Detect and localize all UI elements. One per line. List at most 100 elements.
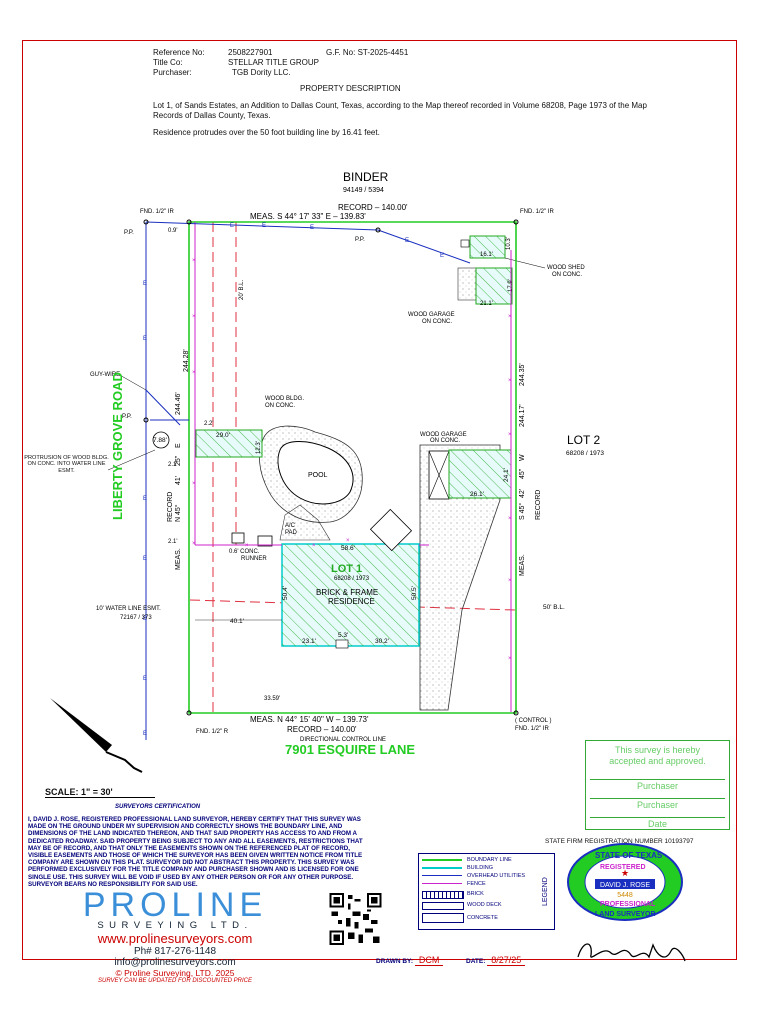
ac-pad-2 [257,535,273,547]
dim-401: 40.1' [230,618,244,625]
right-dim-a: 244.35' [519,363,526,386]
svg-text:E: E [143,496,147,502]
svg-text:×: × [508,432,512,438]
logo-update-note: SURVEY CAN BE UPDATED FOR DISCOUNTED PRI… [97,978,253,984]
right-dim-b: S 45° [518,503,526,520]
protrusion-note: PROTRUSION OF WOOD BLDG. ON CONC. INTO W… [24,455,109,474]
lot1-record: 68208 / 1973 [334,576,370,582]
pp-1: P.P. [124,230,134,236]
bay-window [369,508,413,552]
dim-21b: 2.1' [168,539,178,545]
drawn-date: DATE: 8/27/25 [466,955,526,966]
star-icon: ★ [621,868,629,878]
street-left: LIBERTY GROVE ROAD [110,372,125,520]
right-dim-d: 45" [519,468,526,479]
svg-text:E: E [405,238,409,244]
left-dim-a: 244.28' [183,349,190,372]
legend-overhead: OVERHEAD UTILITIES [467,873,526,879]
svg-text:E: E [440,253,444,259]
lot2-label: LOT 2 [567,433,600,447]
res-right-dim: 50.5' [411,586,418,600]
svg-text:E: E [262,223,266,229]
residence-label-2: RESIDENCE [328,597,375,606]
pool-label: POOL [308,472,328,479]
purchaser-label: Purchaser: [153,68,192,77]
logo-sub: SURVEYING LTD. [97,920,253,931]
qr-code-icon[interactable] [328,893,383,945]
dim-09: 0.9' [168,228,178,234]
res-bot-dim-1: 23.1' [302,638,316,645]
approval-purchaser-1[interactable]: Purchaser [590,779,725,791]
approval-text-2: accepted and approved. [609,756,706,766]
gar-w: 21.1' [480,301,493,307]
description-title: PROPERTY DESCRIPTION [300,84,401,93]
gar2-h: 24.1' [503,468,510,482]
page-border [22,40,737,960]
logo-phone[interactable]: Ph# 817-276-1148 info@prolinesurveyors.c… [114,946,236,968]
record-top: RECORD – 140.00' [338,203,408,212]
scale-label: SCALE: 1" = 30' [45,787,155,798]
right-dim-e: W [519,454,526,461]
shed-w: 16.1' [480,252,493,258]
meas-bot: MEAS. N 44° 15' 40" W – 139.73' [250,715,369,724]
directional-control: DIRECTIONAL CONTROL LINE [300,737,386,743]
left-dim-d: 41' [175,476,182,485]
pp-3: P.P. [122,414,132,420]
approval-text-1: This survey is hereby [614,745,701,755]
right-dim-f: 244.17' [519,404,526,427]
right-dim-c: 42' [519,489,526,498]
reference-no: 2508227901 [228,48,273,57]
svg-text:×: × [508,516,512,522]
svg-text:×: × [192,541,196,547]
svg-text:×: × [192,314,196,320]
control-label: ( CONTROL ) [515,718,551,724]
fnd-tr: FND. 1/2" IR [520,209,554,215]
svg-text:E: E [230,223,234,229]
record-bot: RECORD – 140.00' [287,725,357,734]
legend-brick: BRICK [467,891,484,897]
shed-h: 10.3' [506,237,512,250]
legend-concrete: CONCRETE [467,915,498,921]
logo-website[interactable]: www.prolinesurveyors.com [97,931,253,946]
logo-brand: PROLINE [82,886,268,924]
svg-text:×: × [346,538,350,544]
certification-heading: SURVEYORS CERTIFICATION [115,804,201,810]
bldg-w: 29.0' [216,432,230,439]
lot1-label: LOT 1 [331,563,362,575]
overhead-utility [145,221,471,740]
left-dim-b: RECORD [167,492,174,522]
water-esmt-record: 72167 / 373 [120,615,152,621]
drawn-date-value: 8/27/25 [487,955,526,966]
wood-garage2-on-conc: ON CONC. [430,438,460,444]
wood-garage2-label: WOOD GARAGE [420,432,467,438]
title-co-line: Title Co:STELLAR TITLE GROUP [153,58,319,68]
dim-788: 7.88' [153,437,167,444]
reference-label: Reference No: [153,48,205,57]
porch [335,639,349,649]
wood-garage-label: WOOD GARAGE [408,312,455,318]
gf-no: G.F. No: ST-2025-4451 [326,48,409,57]
north-arrow-icon [50,698,112,752]
res-bot-dim-2: 5.3' [338,632,348,639]
fnd-tl: FND. 1/2" IR [140,209,174,215]
purchaser-line: Purchaser:TGB Dority LLC. [153,68,291,78]
svg-text:×: × [508,656,512,662]
lot2-record: 68208 / 1973 [566,450,604,457]
pool [277,441,354,505]
dim-21a: 2.1' [168,462,178,468]
legend-title: LEGEND [542,854,555,929]
drawn-by-label: DRAWN BY: [376,958,414,965]
approval-purchaser-2[interactable]: Purchaser [590,798,725,810]
street-bottom: 7901 ESQUIRE LANE [285,742,415,757]
svg-text:E: E [310,225,314,231]
wood-bldg-on-conc: ON CONC. [265,403,295,409]
approval-box: This survey is hereby accepted and appro… [585,740,730,830]
legend: BOUNDARY LINE BUILDING OVERHEAD UTILITIE… [418,853,555,930]
seal-professional: PROFESSIONAL [600,901,656,908]
svg-text:E: E [143,556,147,562]
company-logo: PROLINE SURVEYING LTD. www.prolinesurvey… [80,888,270,984]
approval-date[interactable]: Date [590,817,725,829]
dim-22: 2.2' [204,421,214,427]
wood-shed-label: WOOD SHED [547,265,585,271]
